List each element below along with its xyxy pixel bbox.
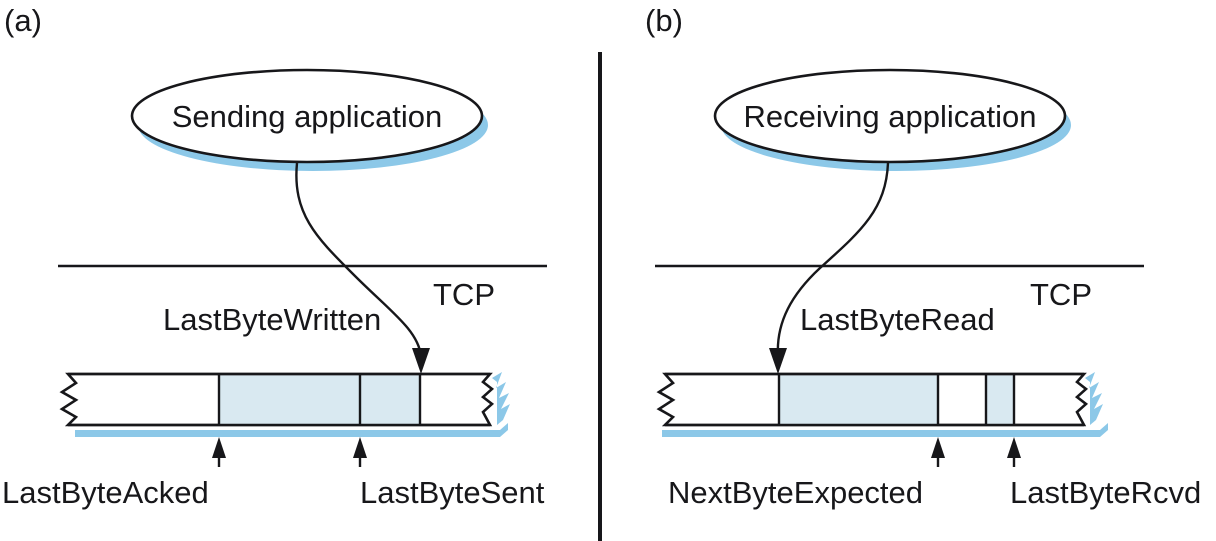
nextbyteexpected-label: NextByteExpected <box>668 475 923 510</box>
lastbyteread-label: LastByteRead <box>800 302 995 337</box>
sending-application-label: Sending application <box>172 99 443 134</box>
sender-flow-arrowhead <box>412 348 430 374</box>
sender-flow-curve <box>295 162 423 357</box>
sender-cell-sent-unacked <box>219 375 360 424</box>
sender-buffer-shadow-right <box>492 372 510 425</box>
receiver-buffer-shadow <box>662 423 1108 437</box>
panel-a-label: (a) <box>4 3 42 38</box>
sender-marker-lastbytesent <box>353 437 367 467</box>
sending-application-ellipse <box>130 68 484 164</box>
lastbytewritten-label: LastByteWritten <box>163 302 381 337</box>
tcp-label-a: TCP <box>433 277 495 312</box>
lastbytercvd-label: LastByteRcvd <box>1010 475 1201 510</box>
receiver-buffer-shadow-right <box>1085 372 1103 425</box>
sender-marker-lastbyteacked <box>212 437 226 467</box>
receiving-application-ellipse <box>713 68 1067 164</box>
receiver-marker-nextbyteexpected <box>931 437 945 467</box>
receiving-application-label: Receiving application <box>744 99 1037 134</box>
panel-b-label: (b) <box>645 3 683 38</box>
receiver-cell-out-of-order <box>986 375 1014 424</box>
lastbyteacked-label: LastByteAcked <box>2 475 209 510</box>
receiver-cell-received-unread <box>779 375 938 424</box>
sender-cell-written-unsent <box>360 375 420 424</box>
sender-buffer-shadow <box>75 423 508 437</box>
receiver-marker-lastbytercvd <box>1007 437 1021 467</box>
lastbytesent-label: LastByteSent <box>360 475 545 510</box>
panel-sender: (a) Sending application TCP LastByteWrit… <box>2 3 547 510</box>
receiver-flow-arrowhead <box>769 348 787 374</box>
tcp-label-b: TCP <box>1030 277 1092 312</box>
receiver-flow-curve <box>776 162 890 357</box>
panel-receiver: (b) Receiving application TCP LastByteRe… <box>645 3 1201 510</box>
